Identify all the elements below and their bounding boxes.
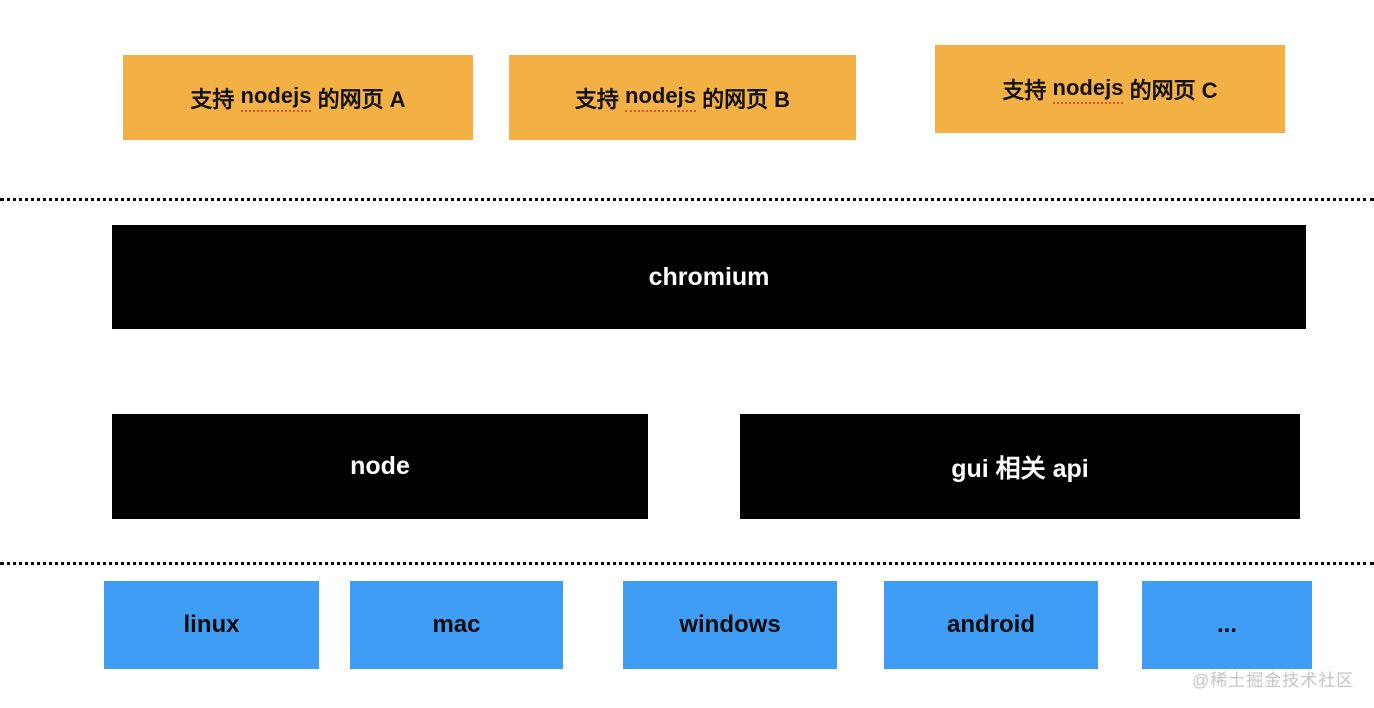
chromium-box: chromium: [112, 225, 1306, 329]
gui-api-label: gui 相关 api: [951, 454, 1089, 483]
platform-linux-label: linux: [183, 611, 240, 638]
platform-more-label: ...: [1216, 611, 1237, 638]
webpage-a-suffix: 的网页 A: [311, 86, 406, 112]
node-box: node: [112, 414, 648, 519]
webpage-b-nodejs-underlined: nodejs: [625, 83, 696, 112]
webpage-b-prefix: 支持: [574, 86, 626, 112]
watermark: @稀土掘金技术社区: [1192, 671, 1355, 690]
webpage-c-prefix: 支持: [1002, 78, 1053, 103]
webpage-box-b: 支持 nodejs 的网页 B: [509, 55, 856, 140]
webpage-c-suffix: 的网页 C: [1123, 78, 1218, 103]
platform-android-label: android: [947, 611, 1035, 638]
gui-api-box: gui 相关 api: [740, 414, 1300, 519]
webpage-box-c: 支持 nodejs 的网页 C: [935, 45, 1285, 133]
webpage-a-prefix: 支持: [190, 86, 241, 112]
platform-box-mac: mac: [350, 581, 563, 669]
platform-windows-label: windows: [679, 611, 781, 638]
platform-box-windows: windows: [623, 581, 837, 669]
platform-box-android: android: [884, 581, 1098, 669]
separator-dotted-top: [0, 198, 1374, 201]
platform-mac-label: mac: [432, 611, 481, 638]
chromium-label: chromium: [648, 262, 770, 291]
node-label: node: [350, 452, 410, 480]
webpage-a-nodejs-underlined: nodejs: [240, 83, 312, 112]
webpage-b-suffix: 的网页 B: [695, 86, 791, 112]
platform-box-more: ...: [1142, 581, 1312, 669]
platform-box-linux: linux: [104, 581, 319, 669]
webpage-c-nodejs-underlined: nodejs: [1052, 75, 1124, 104]
webpage-box-a: 支持 nodejs 的网页 A: [123, 55, 473, 140]
separator-dotted-bottom: [0, 562, 1374, 565]
